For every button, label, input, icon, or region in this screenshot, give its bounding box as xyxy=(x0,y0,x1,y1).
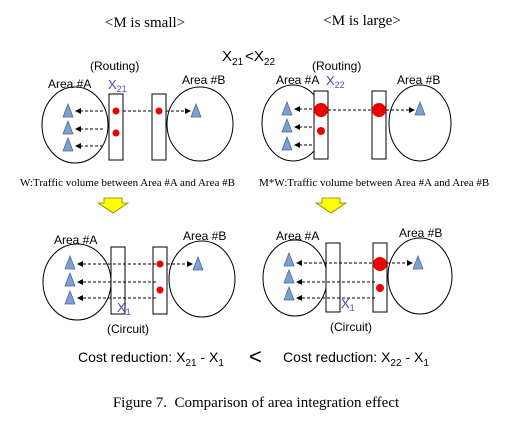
traffic-dot xyxy=(156,286,164,294)
ineq-b-sub: 22 xyxy=(264,57,276,68)
panel-bottom-left: Area #A Area #B X1 (Circuit) xyxy=(42,229,236,336)
cost-reduction-row: Cost reduction: X21 - X1 < Cost reductio… xyxy=(78,344,429,369)
routing-label: (Routing) xyxy=(312,59,361,73)
x21-label: X21 xyxy=(108,77,127,94)
routing-label: (Routing) xyxy=(90,59,139,73)
area-b-ellipse xyxy=(168,240,236,318)
down-arrow-icon xyxy=(96,197,130,214)
area-b-ellipse xyxy=(166,86,234,162)
panel-bottom-right: Area #A Area #B X1 (Circuit) xyxy=(262,226,453,334)
triangle-icon xyxy=(62,119,74,135)
triangle-icon xyxy=(281,117,293,133)
area-b-ellipse xyxy=(387,237,453,315)
ineq-a-sub: 21 xyxy=(232,57,244,68)
ineq-a: X xyxy=(222,48,232,65)
traffic-dot xyxy=(373,257,387,271)
area-a-label: Area #A xyxy=(276,73,319,87)
traffic-caption-w: W:Traffic volume between Area #A and Are… xyxy=(20,177,235,189)
traffic-dot xyxy=(376,284,384,292)
router-box-b xyxy=(151,93,167,161)
router-box-b xyxy=(152,246,168,315)
area-b-ellipse xyxy=(388,84,452,162)
header-m-small: <M is small> xyxy=(105,15,185,31)
ineq-b: X xyxy=(254,48,264,65)
router-box-a xyxy=(313,90,329,160)
triangle-icon xyxy=(283,251,295,267)
area-a-ellipse xyxy=(41,86,109,164)
traffic-caption-mw: M*W:Traffic volume between Area #A and A… xyxy=(259,177,489,189)
x1-label: X1 xyxy=(117,300,131,317)
router-box-b xyxy=(371,90,387,160)
circuit-label: (Circuit) xyxy=(107,322,149,336)
down-arrow-icon xyxy=(314,197,348,214)
area-b-label: Area #B xyxy=(182,73,225,87)
traffic-dot xyxy=(155,107,163,115)
x1-label: X1 xyxy=(341,296,355,313)
traffic-dot xyxy=(317,127,325,135)
area-b-label: Area #B xyxy=(399,226,442,240)
traffic-dot xyxy=(112,107,120,115)
traffic-dot xyxy=(372,103,386,117)
triangle-icon xyxy=(190,102,202,118)
area-a-label: Area #A xyxy=(276,229,319,243)
area-b-label: Area #B xyxy=(397,73,440,87)
traffic-dot xyxy=(314,103,328,117)
triangle-icon xyxy=(281,100,293,116)
figure-caption: Figure 7. Comparison of area integration… xyxy=(113,395,400,411)
triangle-icon xyxy=(281,135,293,151)
router-box-a xyxy=(325,242,341,313)
triangle-icon xyxy=(62,102,74,118)
cost-reduction-right: Cost reduction: X22 - X1 xyxy=(283,349,429,369)
circuit-label: (Circuit) xyxy=(330,320,372,334)
triangle-icon xyxy=(62,136,74,152)
triangle-icon xyxy=(64,254,76,270)
inequality: X21<X22 xyxy=(222,48,275,68)
triangle-icon xyxy=(64,271,76,287)
triangle-icon xyxy=(64,289,76,305)
traffic-dot xyxy=(112,129,120,137)
panel-top-left: (Routing) Area #A Area #B X21 W:Traffic … xyxy=(20,59,235,189)
panel-top-right: (Routing) Area #A Area #B X22 M*W:Traffi… xyxy=(259,59,489,189)
triangle-icon xyxy=(283,285,295,301)
router-box-a xyxy=(108,93,124,161)
area-a-ellipse xyxy=(262,239,328,317)
area-a-label: Area #A xyxy=(54,233,97,247)
traffic-dot xyxy=(156,260,164,268)
cost-comparison-op: < xyxy=(249,344,262,369)
triangle-icon xyxy=(412,254,424,270)
router-box-b xyxy=(372,242,388,313)
area-b-label: Area #B xyxy=(183,229,226,243)
ineq-op: < xyxy=(245,48,254,65)
triangle-icon xyxy=(192,255,204,271)
triangle-icon xyxy=(283,268,295,284)
cost-reduction-left: Cost reduction: X21 - X1 xyxy=(78,349,224,369)
svg-text:X21<X22: X21<X22 xyxy=(222,48,275,68)
triangle-icon xyxy=(414,100,426,116)
x22-label: X22 xyxy=(326,73,345,90)
header-m-large: <M is large> xyxy=(323,13,400,29)
